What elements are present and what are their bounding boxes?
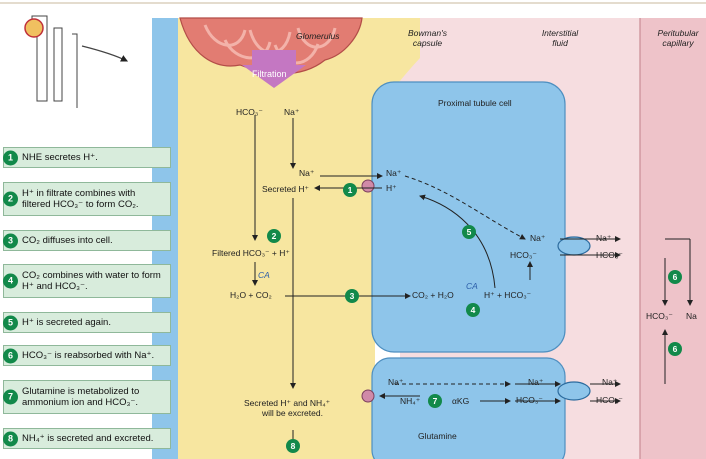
- step-number: 2: [3, 191, 18, 207]
- lower-tubule-cell: [371, 357, 566, 459]
- nhe-transporter: [361, 179, 375, 193]
- filtrate-lumen: [178, 18, 420, 459]
- na-basolateral-in: Na⁺: [530, 233, 546, 243]
- hco3-filtrate: HCO₃⁻: [236, 107, 263, 117]
- diagram-badge-8: 8: [286, 439, 300, 453]
- step-text: CO₂ diffuses into cell.: [22, 235, 113, 246]
- proximal-tubule-cell: [371, 81, 566, 353]
- filtration-arrow: [242, 50, 306, 88]
- step-number: 5: [3, 315, 18, 330]
- diagram-badge-2: 2: [267, 229, 281, 243]
- filtration-label: Filtration: [252, 69, 287, 79]
- diagram-badge-1: 1: [343, 183, 357, 197]
- na-capillary: Na: [686, 311, 697, 321]
- hco3-basolateral-out: HCO₃⁻: [596, 250, 623, 260]
- step-number: 4: [3, 273, 18, 289]
- dashed-na-arrows: [395, 175, 526, 387]
- peritubular-capillary-label: Peritubular capillary: [657, 28, 699, 48]
- diagram-badge-6b: 6: [668, 342, 682, 356]
- will-be-excreted: will be excreted.: [262, 408, 323, 418]
- diagram-badge-6a: 6: [668, 270, 682, 284]
- glomerulus-label: Glomerulus: [296, 31, 340, 41]
- nephron-thumbnail-icon: [24, 15, 129, 108]
- diagram-badge-5: 5: [462, 225, 476, 239]
- na-filtrate: Na⁺: [284, 107, 300, 117]
- proximal-tubule-cell-label: Proximal tubule cell: [438, 98, 512, 108]
- na-cell: Na⁺: [386, 168, 402, 178]
- h-cell: H⁺: [386, 183, 397, 193]
- interstitial-fluid-label: Interstitial fluid: [541, 28, 579, 48]
- step-number: 6: [3, 348, 18, 363]
- diagram-badge-3: 3: [345, 289, 359, 303]
- diagram-badge-4: 4: [466, 303, 480, 317]
- nhe-transporter-lower: [361, 389, 375, 403]
- co2-h2o-cell: CO₂ + H₂O: [412, 290, 454, 300]
- nbc-symporter-lower: [557, 381, 591, 401]
- hco3-basolateral-in: HCO₃⁻: [510, 250, 537, 260]
- filtered-hco3-h: Filtered HCO₃⁻ + H⁺: [212, 248, 290, 258]
- step-6: 6 HCO₃⁻ is reabsorbed with Na⁺.: [3, 345, 171, 366]
- step-3: 3 CO₂ diffuses into cell.: [3, 230, 171, 251]
- step-number: 1: [3, 150, 18, 165]
- hco3-capillary: HCO₃⁻: [646, 311, 673, 321]
- step-number: 7: [3, 389, 18, 405]
- na-lower-lumen: Na⁺: [388, 377, 404, 387]
- step-number: 3: [3, 233, 18, 248]
- step-text: HCO₃⁻ is reabsorbed with Na⁺.: [22, 350, 155, 361]
- na-basolateral-out: Na⁺: [596, 233, 612, 243]
- h2o-co2: H₂O + CO₂: [230, 290, 272, 300]
- diagram-badge-7: 7: [428, 394, 442, 408]
- bowmans-capsule-label: Bowman's capsule: [408, 28, 447, 48]
- hco3-lower-interstitial: HCO₃⁻: [516, 395, 543, 405]
- ca-lumen: CA: [258, 270, 270, 280]
- secreted-h-nh4: Secreted H⁺ and NH₄⁺: [244, 398, 331, 408]
- step-text: CO₂ combines with water to form H⁺ and H…: [22, 270, 161, 292]
- na-lower-interstitial: Na⁺: [528, 377, 544, 387]
- secreted-h: Secreted H⁺: [262, 184, 310, 194]
- hco3-lower-capillary: HCO₃⁻: [596, 395, 623, 405]
- step-text: H⁺ is secreted again.: [22, 317, 111, 328]
- nbc-symporter: [557, 236, 591, 256]
- step-8: 8 NH₄⁺ is secreted and excreted.: [3, 428, 171, 449]
- step-text: NHE secretes H⁺.: [22, 152, 98, 163]
- step-5: 5 H⁺ is secreted again.: [3, 312, 171, 333]
- glutamine-label: Glutamine: [418, 431, 457, 441]
- step-1: 1 NHE secretes H⁺.: [3, 147, 171, 168]
- step-text: Glutamine is metabolized to ammonium ion…: [22, 386, 140, 408]
- na-lumen: Na⁺: [299, 168, 315, 178]
- ca-cell: CA: [466, 281, 478, 291]
- na-lower-capillary: Na⁺: [602, 377, 618, 387]
- akg-label: αKG: [452, 396, 470, 406]
- step-number: 8: [3, 431, 18, 446]
- nh4-cell: NH₄⁺: [400, 396, 421, 406]
- step-text: H⁺ in filtrate combines with filtered HC…: [22, 188, 139, 210]
- step-text: NH₄⁺ is secreted and excreted.: [22, 433, 154, 444]
- h-hco3-cell: H⁺ + HCO₃⁻: [484, 290, 532, 300]
